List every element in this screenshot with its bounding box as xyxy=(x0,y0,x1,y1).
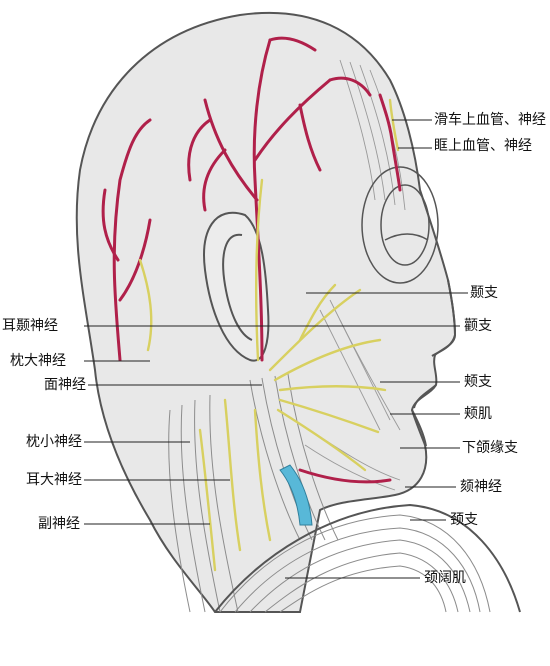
label-zygomatic-branch: 颧支 xyxy=(464,318,492,334)
label-mental-nerve: 颏神经 xyxy=(460,479,502,495)
label-greater-occipital-nerve: 枕大神经 xyxy=(10,353,66,369)
label-supraorbital: 眶上血管、神经 xyxy=(434,138,532,154)
label-temporal-branch: 颞支 xyxy=(470,285,498,301)
label-auriculotemporal-nerve: 耳颞神经 xyxy=(2,318,58,334)
label-buccinator: 颊肌 xyxy=(464,406,492,422)
label-lesser-occipital-nerve: 枕小神经 xyxy=(26,434,82,450)
label-facial-nerve: 面神经 xyxy=(44,377,86,393)
label-buccal-branch: 颊支 xyxy=(464,374,492,390)
label-cervical-branch: 颈支 xyxy=(450,512,478,528)
label-supratrochlear: 滑车上血管、神经 xyxy=(434,112,546,128)
label-great-auricular-nerve: 耳大神经 xyxy=(26,472,82,488)
label-platysma: 颈阔肌 xyxy=(424,570,466,586)
label-marginal-mandibular-branch: 下颌缘支 xyxy=(462,440,518,456)
label-accessory-nerve: 副神经 xyxy=(38,516,80,532)
